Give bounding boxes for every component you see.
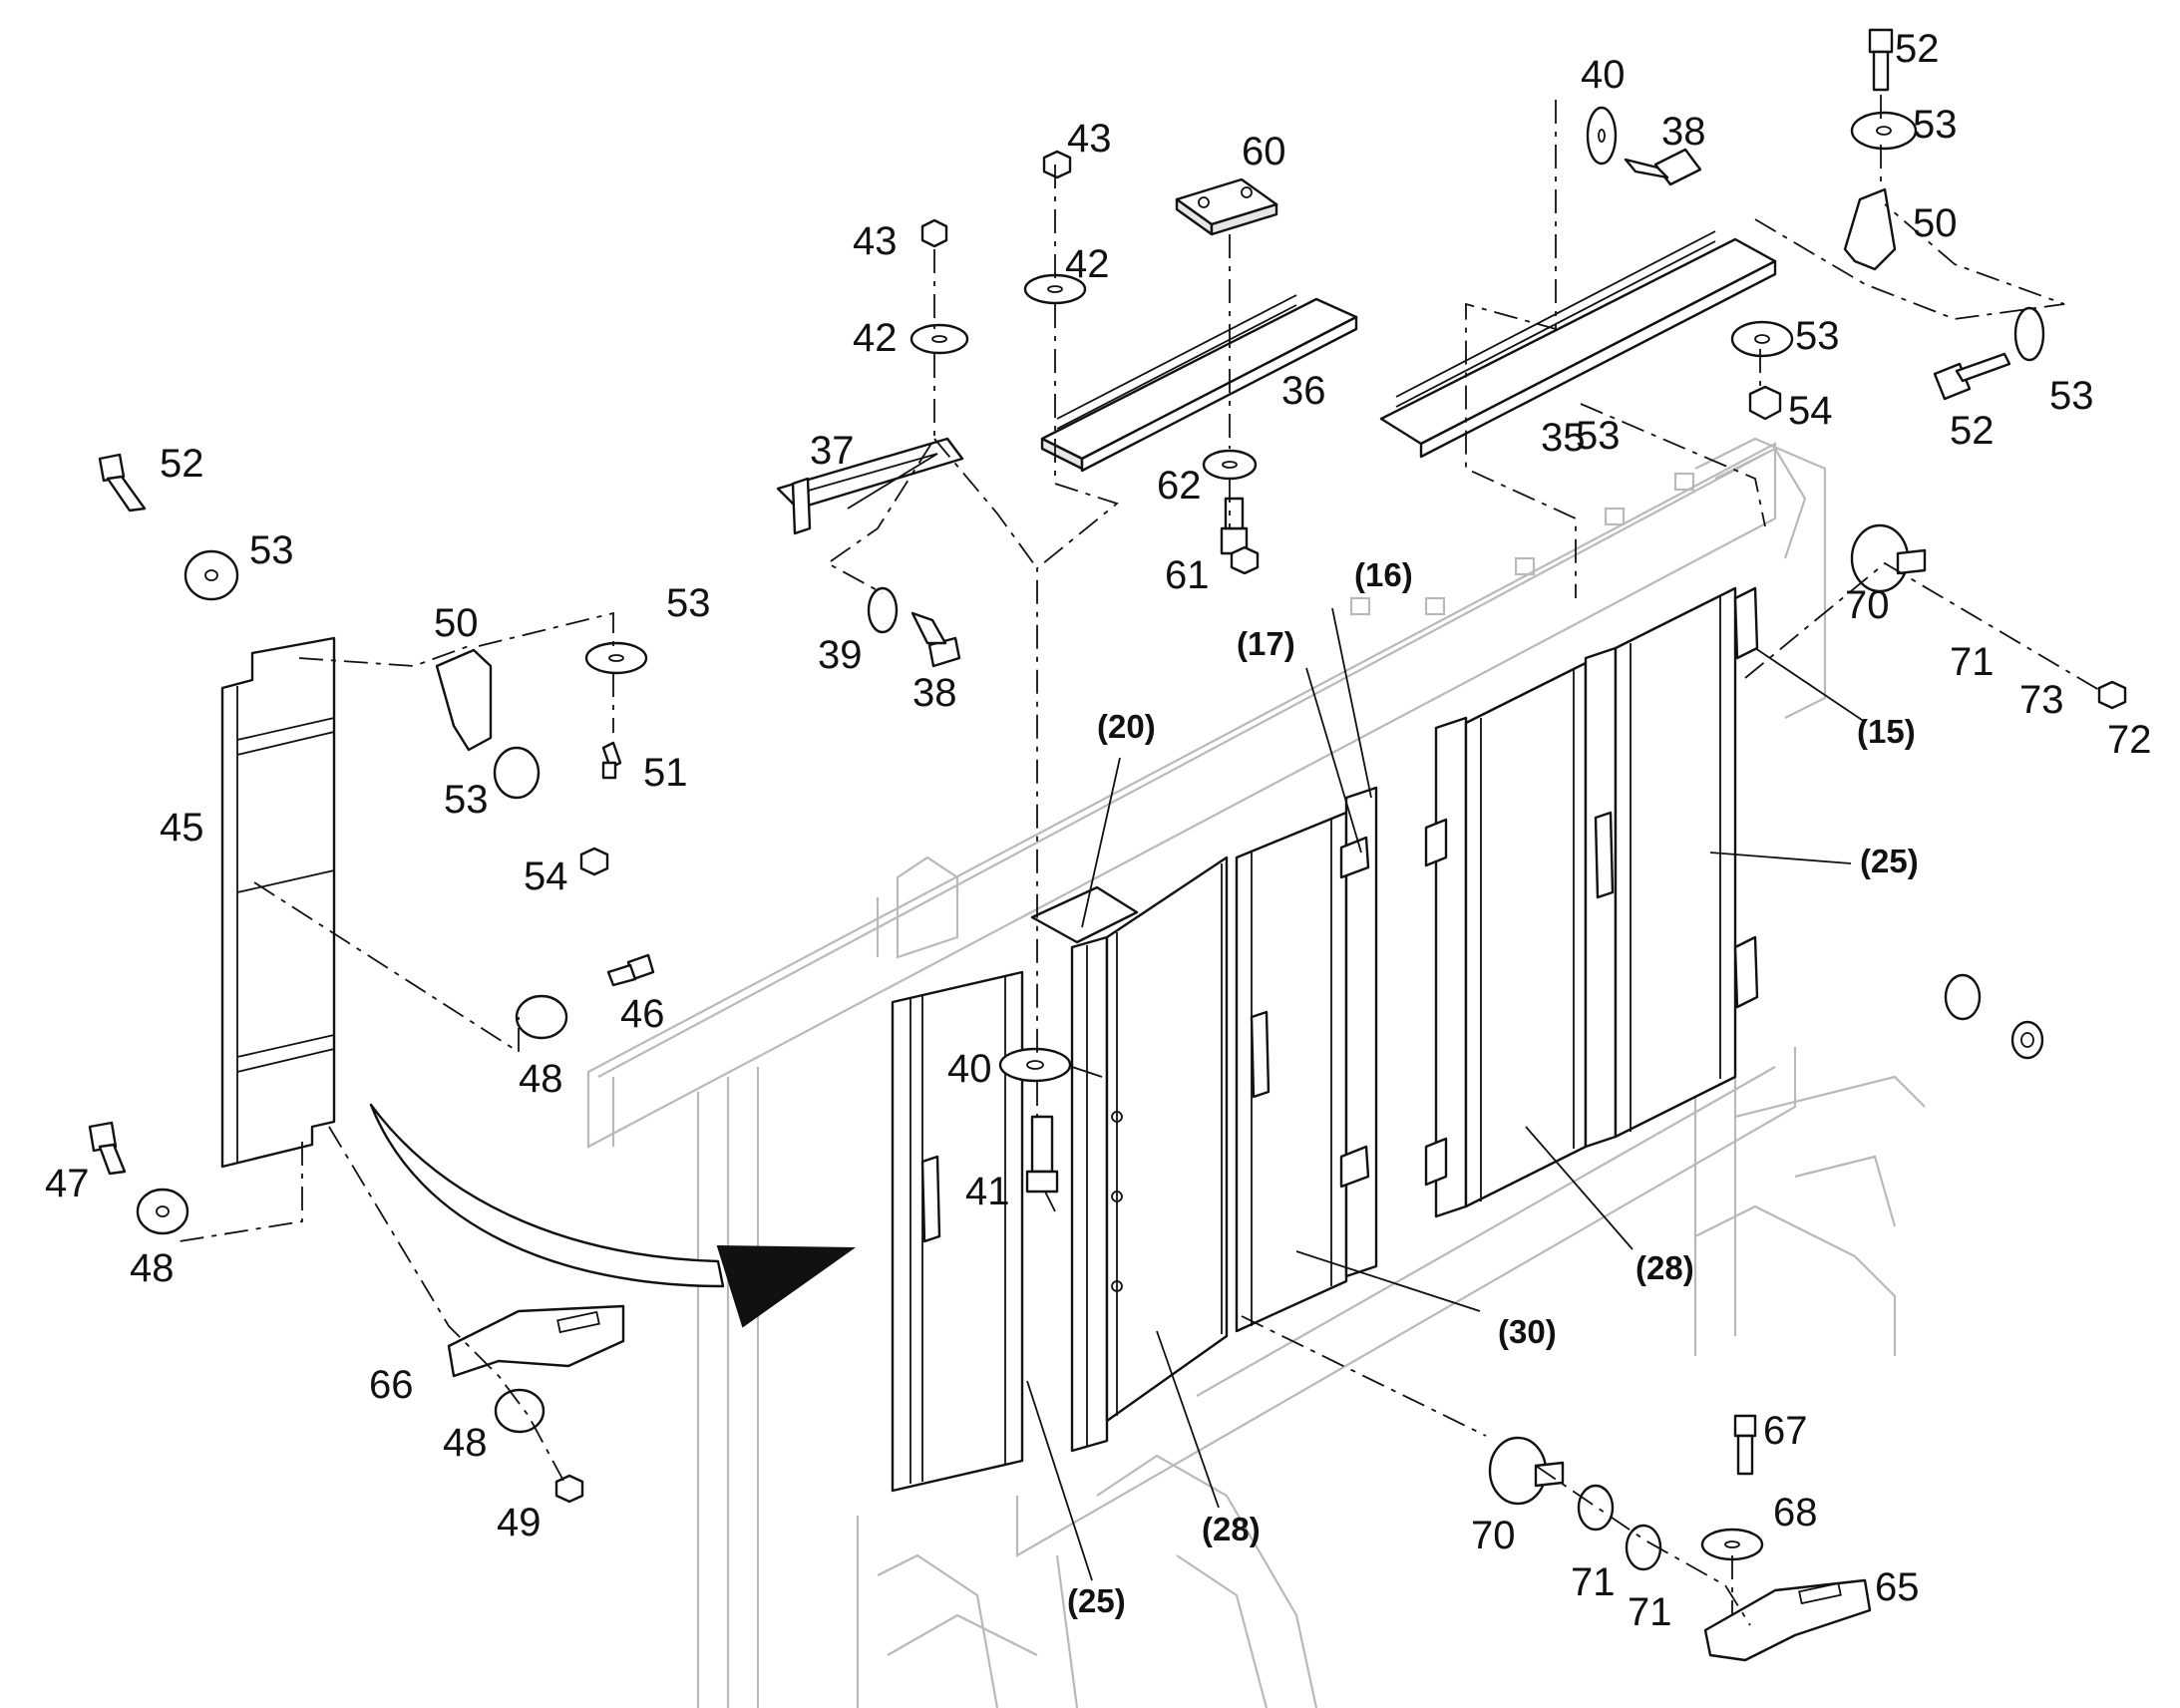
- callout-41: 41: [965, 1170, 1010, 1213]
- bolt-icon: [88, 28, 2011, 1476]
- callout-53: 53: [1913, 103, 1958, 147]
- fasteners: [88, 28, 2127, 1662]
- callout-42: 42: [1065, 242, 1110, 286]
- callout-65: 65: [1875, 1565, 1920, 1609]
- bracket-66: [447, 1304, 625, 1378]
- callout-52: 52: [160, 442, 204, 486]
- callout-49: 49: [497, 1501, 542, 1544]
- ref-30: (30): [1498, 1313, 1557, 1350]
- leader-lines: [1026, 607, 1866, 1581]
- callout-62: 62: [1157, 464, 1202, 508]
- callout-72: 72: [2107, 718, 2152, 762]
- callout-60: 60: [1242, 130, 1286, 173]
- callout-labels: 52 53 50 40 38 53 53 54 52 53 35 43 42 6…: [45, 27, 2152, 1634]
- callout-53: 53: [249, 528, 294, 572]
- callout-46: 46: [620, 992, 665, 1036]
- callout-38: 38: [1661, 110, 1706, 154]
- callout-50: 50: [434, 601, 479, 645]
- rail-35: [1379, 230, 1777, 459]
- ref-25: (25): [1860, 843, 1919, 879]
- callout-54: 54: [524, 854, 568, 898]
- callout-45: 45: [160, 806, 204, 850]
- callout-70: 70: [1471, 1514, 1516, 1557]
- ref-17: (17): [1237, 625, 1295, 662]
- door-assembly-right: [1424, 586, 1759, 1218]
- washer-icon: [136, 106, 2045, 1571]
- ref-20: (20): [1097, 708, 1156, 745]
- callout-38: 38: [912, 671, 957, 715]
- plate-60: [1175, 177, 1278, 236]
- callout-50: 50: [1913, 201, 1958, 245]
- callout-71: 71: [1571, 1560, 1616, 1604]
- callout-36: 36: [1281, 369, 1326, 413]
- reference-labels: (16) (17) (20) (15) (25) (28) (30) (28) …: [1067, 556, 1919, 1619]
- assembly-lines: [179, 95, 2105, 1626]
- bracket-37: [776, 437, 964, 535]
- callout-53: 53: [2049, 374, 2094, 418]
- callout-53: 53: [444, 778, 489, 822]
- callout-52: 52: [1895, 27, 1940, 71]
- callout-53: 53: [1576, 414, 1621, 458]
- callout-48: 48: [130, 1246, 175, 1290]
- callout-37: 37: [810, 429, 855, 473]
- callout-53: 53: [666, 581, 711, 625]
- callout-73: 73: [2019, 678, 2064, 722]
- callout-71: 71: [1628, 1590, 1672, 1634]
- bracket-50-left: [435, 648, 493, 752]
- callout-52: 52: [1950, 409, 1995, 453]
- rail-36: [1040, 294, 1358, 473]
- bracket-50-right: [1843, 187, 1897, 271]
- callout-48: 48: [519, 1057, 563, 1101]
- knob-icon: [1488, 523, 1927, 1506]
- side-panel-45: [220, 636, 336, 1169]
- callout-47: 47: [45, 1162, 90, 1205]
- callout-54: 54: [1788, 389, 1833, 433]
- callout-48: 48: [443, 1421, 488, 1465]
- callout-68: 68: [1773, 1491, 1818, 1535]
- callout-61: 61: [1165, 553, 1210, 597]
- ref-28: (28): [1202, 1511, 1261, 1547]
- callout-42: 42: [853, 316, 898, 360]
- callout-70: 70: [1845, 583, 1890, 627]
- ref-25: (25): [1067, 1582, 1126, 1619]
- door-assembly-left: [891, 786, 1378, 1493]
- ref-28: (28): [1635, 1249, 1694, 1286]
- callout-43: 43: [853, 219, 898, 263]
- callout-51: 51: [643, 751, 688, 795]
- bracket-65: [1703, 1578, 1872, 1662]
- callout-39: 39: [818, 633, 863, 677]
- callout-43: 43: [1067, 117, 1112, 161]
- ref-15: (15): [1857, 713, 1916, 750]
- callout-71: 71: [1950, 640, 1995, 684]
- callout-67: 67: [1763, 1409, 1808, 1453]
- callout-35: 35: [1541, 416, 1586, 460]
- callout-53: 53: [1795, 314, 1840, 358]
- callout-66: 66: [369, 1363, 414, 1407]
- ref-16: (16): [1354, 556, 1413, 593]
- callout-40: 40: [947, 1047, 992, 1091]
- direction-arrow: [369, 1103, 857, 1328]
- callout-40: 40: [1581, 53, 1626, 97]
- nut-icon: [554, 150, 2127, 1504]
